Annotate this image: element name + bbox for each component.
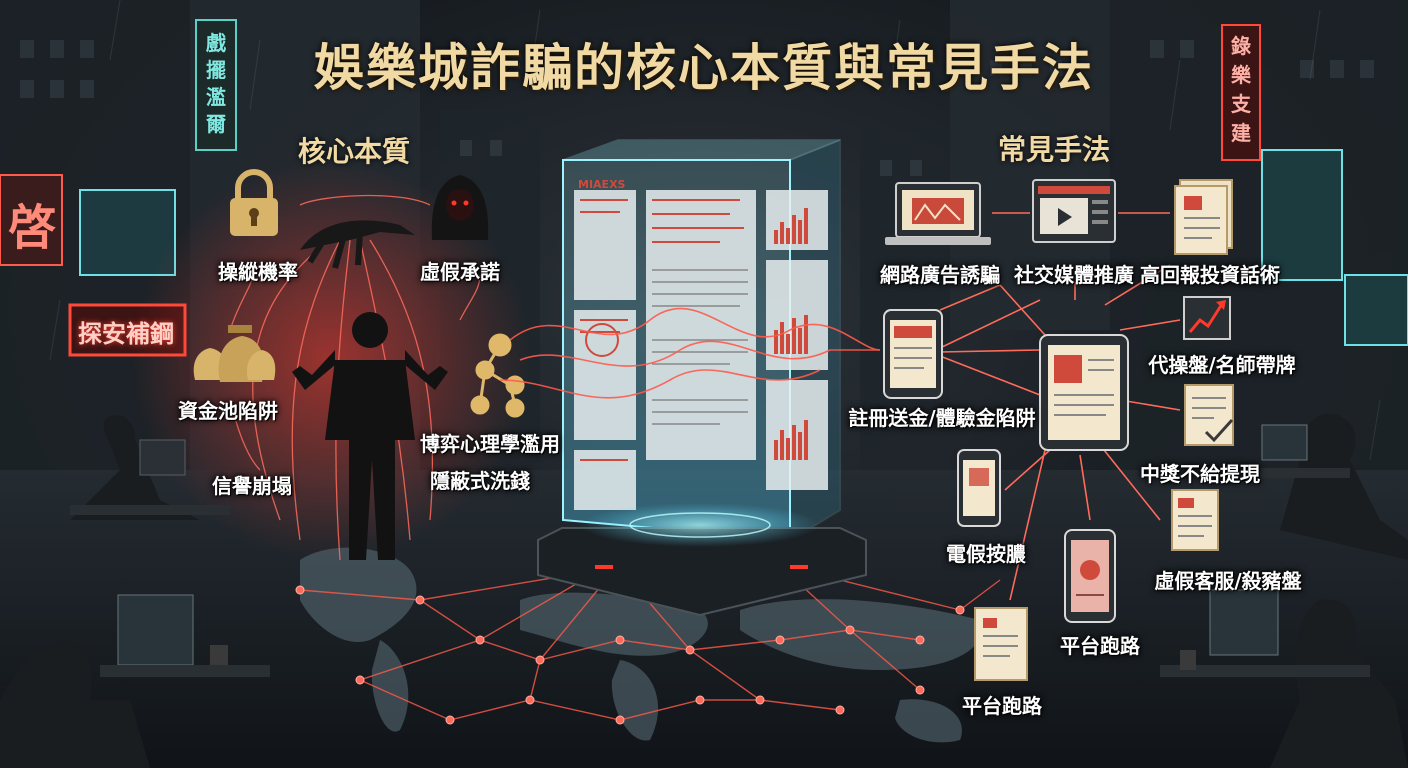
rising-chart-icon bbox=[1183, 296, 1231, 340]
smartphone-icon-large bbox=[1039, 334, 1129, 451]
cabinet-base bbox=[537, 503, 867, 617]
method-item-fake-support: 虛假客服/殺豬盤 bbox=[1154, 569, 1302, 593]
right-vertical-sign bbox=[1221, 24, 1261, 161]
core-item-false-promises: 虛假承諾 bbox=[420, 260, 500, 284]
hacker-right-bottom bbox=[1160, 589, 1408, 768]
hacker-left-top bbox=[70, 415, 230, 520]
cabinet-documents bbox=[574, 190, 828, 510]
left-big-sign-text: 啓 bbox=[8, 200, 57, 256]
core-item-fund-pool-trap: 資金池陷阱 bbox=[178, 399, 278, 423]
document-icon-bottom bbox=[974, 607, 1028, 681]
left-vertical-sign bbox=[195, 19, 237, 151]
hacker-right-top bbox=[1240, 413, 1408, 560]
network-nodes bbox=[295, 585, 965, 725]
laptop-ad-icon bbox=[885, 182, 991, 245]
hacker-left-bottom bbox=[0, 594, 270, 768]
method-item-online-ads: 網路廣告誘騙 bbox=[880, 263, 1000, 287]
core-item-gambling-psychology: 博弈心理學濫用 bbox=[420, 432, 560, 456]
core-item-hidden-laundering: 隱蔽式洗錢 bbox=[430, 469, 530, 493]
manipulator-hand bbox=[300, 220, 415, 269]
lock-icon bbox=[230, 169, 278, 236]
page-title: 娛樂城詐騙的核心本質與常見手法 bbox=[314, 39, 1094, 97]
method-item-platform-exit-b: 平台跑路 bbox=[962, 694, 1042, 718]
left-big-sign bbox=[0, 174, 63, 266]
left-banner-text: 探安補鋼 bbox=[78, 320, 174, 348]
method-item-proxy-trading: 代操盤/名師帶牌 bbox=[1148, 353, 1296, 377]
method-arrows bbox=[939, 212, 1181, 601]
smartphone-icon-small bbox=[957, 449, 1001, 527]
right-vertical-sign-text: 錄樂支建 bbox=[1231, 34, 1251, 145]
method-item-electric-fake: 電假按膿 bbox=[946, 542, 1026, 566]
report-document-icon bbox=[1174, 179, 1233, 255]
puppet-strings bbox=[229, 194, 481, 561]
contract-document-icon bbox=[1171, 489, 1219, 551]
core-heading: 核心本質 bbox=[298, 135, 411, 168]
method-item-platform-exit-a: 平台跑路 bbox=[1060, 634, 1140, 658]
money-bags-icon bbox=[193, 325, 276, 382]
world-map bbox=[300, 547, 982, 743]
cabinet-screen-text: MIAEXS bbox=[578, 178, 626, 191]
left-vertical-sign-text: 戲擺濫爾 bbox=[206, 31, 226, 136]
method-item-signup-bonus-trap: 註冊送金/體驗金陷阱 bbox=[848, 406, 1036, 430]
method-item-social-media: 社交媒體推廣 bbox=[1014, 263, 1134, 287]
method-item-no-withdrawal: 中獎不給提現 bbox=[1140, 462, 1260, 486]
silhouette-man bbox=[292, 312, 448, 560]
checklist-document-icon bbox=[1184, 384, 1234, 446]
core-item-credibility-collapse: 信譽崩塌 bbox=[212, 474, 292, 498]
social-media-window-icon bbox=[1032, 179, 1116, 243]
smartphone-icon-bottom bbox=[1064, 529, 1116, 623]
hooded-figure-icon bbox=[431, 175, 489, 240]
rain bbox=[49, 0, 1381, 461]
methods-heading: 常見手法 bbox=[998, 133, 1111, 166]
right-neon-sign bbox=[1261, 149, 1408, 346]
smartphone-icon-left bbox=[883, 309, 943, 399]
method-item-high-return-talk: 高回報投資話術 bbox=[1140, 263, 1280, 287]
flow-lines bbox=[499, 307, 881, 399]
core-item-manipulate-odds: 操縱機率 bbox=[218, 260, 298, 284]
